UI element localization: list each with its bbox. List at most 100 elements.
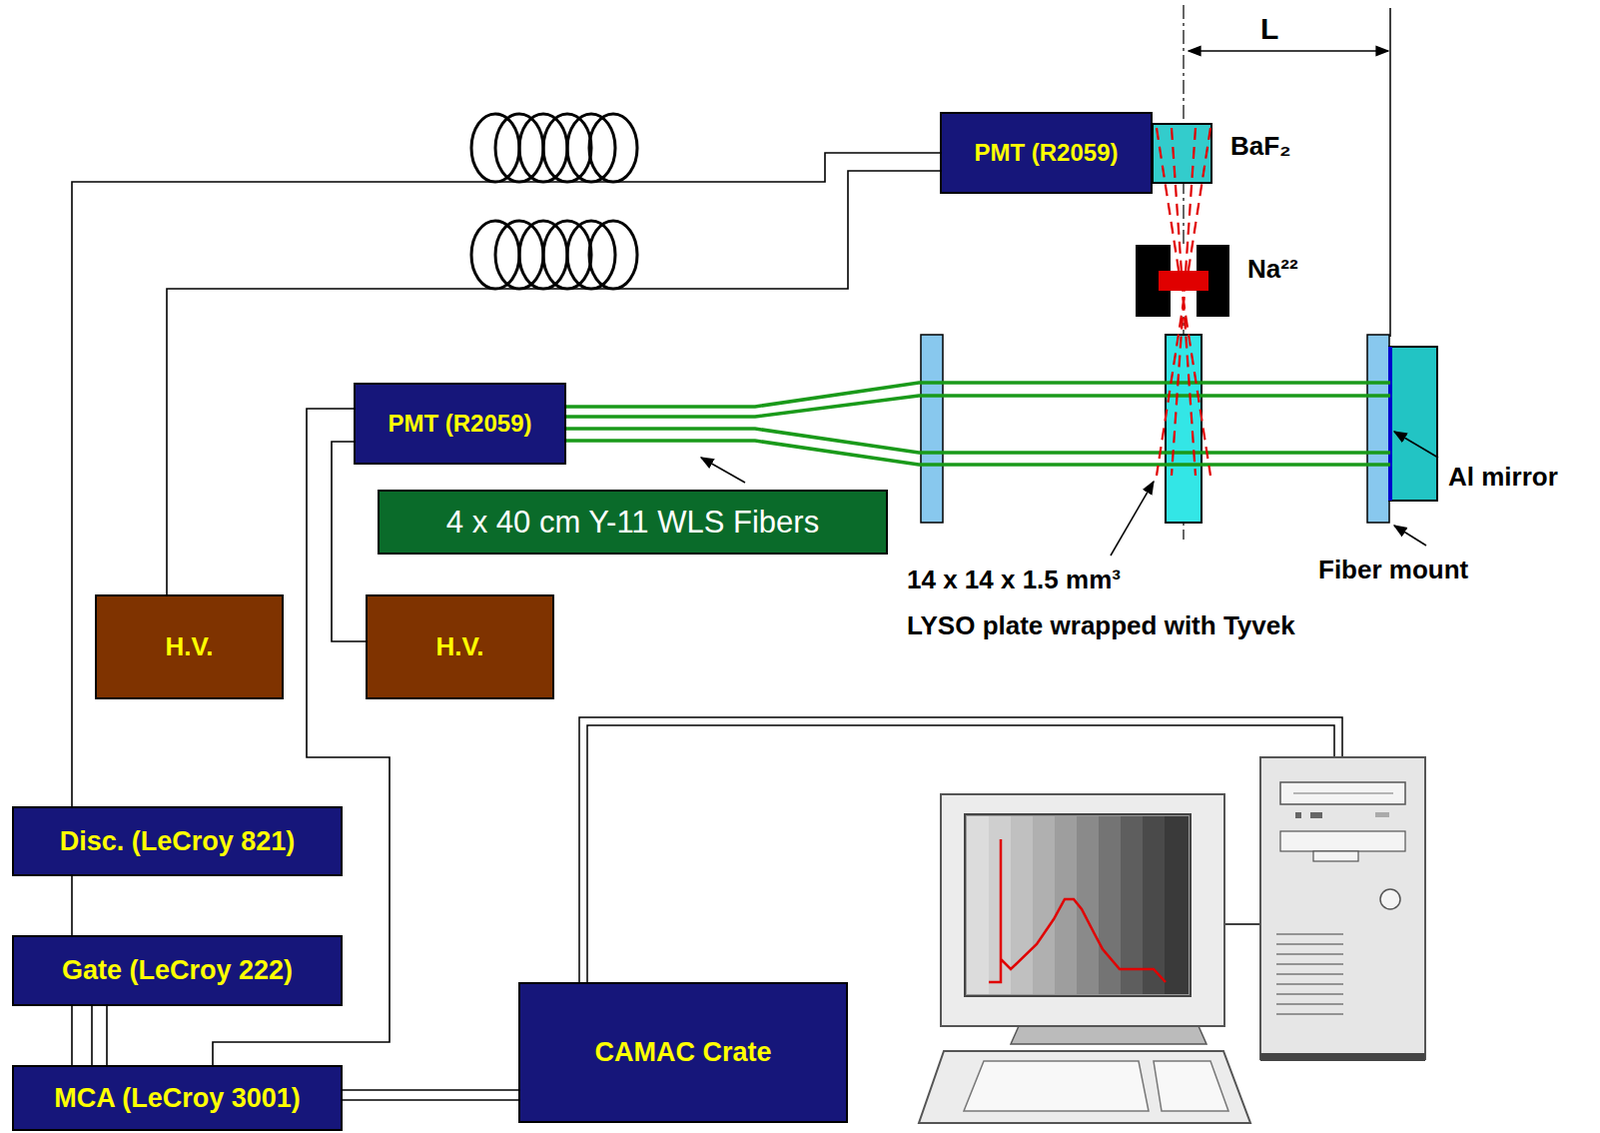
delay-coil — [471, 220, 638, 289]
node-label: PMT (R2059) — [387, 409, 532, 438]
wire-segment — [70, 875, 73, 935]
wire-segment — [342, 1098, 519, 1101]
computer-tower — [1260, 757, 1426, 1059]
wire-segment — [105, 1005, 108, 1065]
node-label: PMT (R2059) — [973, 138, 1118, 167]
screen-band — [1120, 815, 1143, 994]
screen-band — [966, 815, 989, 994]
power-button — [1380, 888, 1401, 909]
leader-line — [1394, 431, 1439, 458]
signal-wire — [71, 1005, 107, 1065]
signal-wire — [331, 441, 366, 642]
node-label: MCA (LeCroy 3001) — [53, 1082, 301, 1114]
tower-base — [1260, 1052, 1426, 1061]
screen-band — [1142, 815, 1165, 994]
screen-shading — [966, 815, 1189, 994]
pmt-box: PMT (R2059) — [353, 382, 567, 465]
node-label: 4 x 40 cm Y-11 WLS Fibers — [446, 504, 819, 541]
part-label: Al mirror — [1448, 462, 1559, 493]
monitor-screen — [964, 813, 1191, 996]
wls-fiber — [566, 440, 1391, 465]
leader-line — [1110, 481, 1154, 556]
vent — [1276, 972, 1344, 975]
tower-button — [1375, 811, 1390, 817]
camac-crate: CAMAC Crate — [518, 981, 848, 1123]
mirror-block — [1389, 346, 1438, 501]
node-label: H.V. — [164, 631, 213, 663]
vent — [1276, 942, 1344, 945]
vent — [1276, 982, 1344, 985]
drive-bay — [1280, 782, 1406, 804]
spectrum-curve — [988, 838, 1166, 982]
coil-loop — [589, 113, 638, 182]
wls-fibers — [566, 382, 1391, 465]
hv-supply-box: H.V. — [94, 594, 284, 700]
dimension-arrow — [1188, 49, 1389, 52]
electronics-module: Gate (LeCroy 222) — [11, 934, 343, 1006]
hv-supply-box: H.V. — [365, 594, 555, 700]
wire-segment — [90, 1005, 93, 1065]
wire-segment — [166, 170, 940, 595]
gamma-ray — [1171, 127, 1196, 476]
dimension-label: 14 x 14 x 1.5 mm³ — [906, 565, 1121, 596]
al-mirror — [1388, 346, 1393, 501]
part-label: Fiber mount — [1318, 555, 1469, 586]
fiber-mount — [920, 334, 943, 523]
wls-fiber — [566, 395, 1391, 417]
signal-wire — [71, 875, 73, 935]
keyboard — [918, 1050, 1251, 1123]
monitor-bezel — [940, 794, 1225, 1026]
delay-coil — [471, 113, 638, 182]
vent — [1276, 1002, 1344, 1005]
tower-vents — [1276, 933, 1344, 1014]
monitor-stand — [1010, 1025, 1207, 1044]
vent — [1276, 1012, 1344, 1015]
vent — [1276, 992, 1344, 995]
vent — [1276, 932, 1344, 935]
vent — [1276, 952, 1344, 955]
screen-band — [1054, 815, 1077, 994]
part-label: LYSO plate wrapped with Tyvek — [906, 611, 1296, 642]
keyboard-keys — [963, 1060, 1149, 1111]
signal-wire — [71, 152, 940, 806]
electronics-module: MCA (LeCroy 3001) — [11, 1064, 343, 1131]
part-label: Na²² — [1247, 254, 1299, 285]
gamma-rays — [1156, 127, 1211, 476]
vent — [1276, 962, 1344, 965]
wire-segment — [70, 1005, 73, 1065]
node-label: Disc. (LeCroy 821) — [59, 825, 296, 857]
lyso-plate — [1165, 334, 1202, 523]
part-label: BaF₂ — [1230, 131, 1292, 162]
node-label: H.V. — [435, 631, 484, 663]
gamma-ray — [1156, 127, 1211, 476]
wire-segment — [342, 1088, 519, 1091]
gamma-ray — [1171, 127, 1196, 476]
keyboard-pad — [1153, 1060, 1229, 1111]
leader-line — [1394, 525, 1427, 546]
gamma-ray — [1156, 127, 1211, 476]
drive-bay — [1280, 830, 1406, 851]
node-label: Gate (LeCroy 222) — [61, 954, 293, 986]
screen-band — [1032, 815, 1055, 994]
fiber-label-box: 4 x 40 cm Y-11 WLS Fibers — [377, 489, 888, 555]
fiber-mount — [1367, 334, 1390, 523]
coil-loop — [567, 220, 616, 289]
screen-band — [1164, 815, 1189, 994]
coil-loop — [567, 113, 616, 182]
signal-wire — [166, 170, 940, 595]
dimension-label: L — [1260, 11, 1279, 47]
dimension-extension — [1389, 7, 1392, 337]
pmt-box: PMT (R2059) — [939, 111, 1153, 194]
wire-segment — [331, 441, 366, 642]
wire-segment — [71, 152, 940, 806]
signal-wire — [342, 1089, 519, 1100]
tower-button — [1295, 811, 1302, 818]
floppy-slot — [1313, 850, 1359, 861]
electronics-module: Disc. (LeCroy 821) — [11, 805, 343, 876]
leader-line — [701, 457, 746, 483]
coil-loop — [589, 220, 638, 289]
drive-slot — [1293, 793, 1394, 795]
tower-button — [1310, 811, 1323, 818]
node-label: CAMAC Crate — [594, 1036, 772, 1068]
